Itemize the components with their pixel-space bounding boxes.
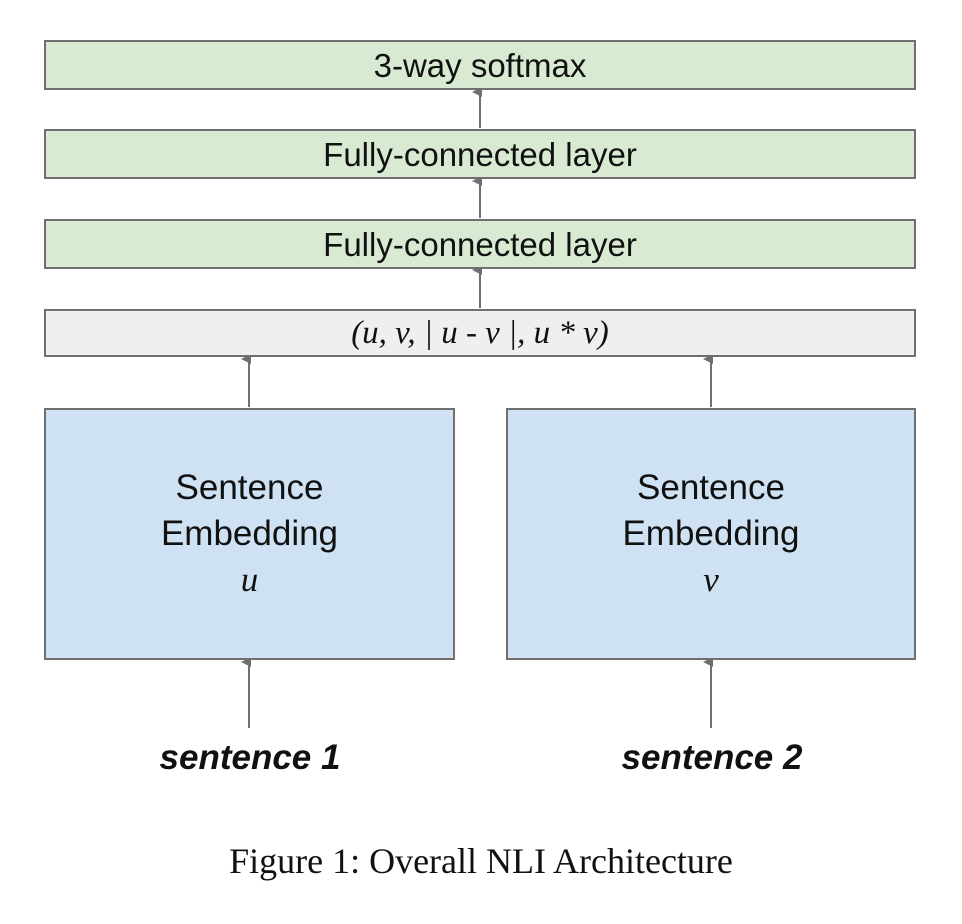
input-sentence-1: sentence 1 [159, 738, 341, 777]
embedding-v-variable: v [703, 560, 719, 599]
concat-layer-box: (u, v, | u - v |, u * v) [44, 309, 916, 357]
embedding-u-variable: u [240, 560, 259, 599]
fc-layer-bottom-label: Fully-connected layer [323, 225, 637, 263]
softmax-layer-box: 3-way softmax [44, 40, 916, 90]
embedding-v-box: Sentence Embedding v [506, 408, 916, 660]
figure-caption: Figure 1: Overall NLI Architecture [229, 841, 733, 881]
embedding-v-content: Sentence Embedding v [622, 465, 799, 603]
embedding-u-content: Sentence Embedding u [161, 465, 338, 603]
softmax-layer-label: 3-way softmax [373, 46, 587, 84]
fc-layer-top-label: Fully-connected layer [323, 135, 637, 173]
fc-layer-bottom-box: Fully-connected layer [44, 219, 916, 269]
embedding-u-line1: Sentence [175, 468, 324, 507]
embedding-u-box: Sentence Embedding u [44, 408, 455, 660]
embedding-v-line1: Sentence [637, 468, 785, 507]
fc-layer-top-box: Fully-connected layer [44, 129, 916, 179]
embedding-v-line2: Embedding [622, 514, 800, 553]
concat-layer-label: (u, v, | u - v |, u * v) [351, 314, 609, 351]
embedding-u-line2: Embedding [160, 514, 339, 553]
input-sentence-2: sentence 2 [621, 738, 803, 777]
